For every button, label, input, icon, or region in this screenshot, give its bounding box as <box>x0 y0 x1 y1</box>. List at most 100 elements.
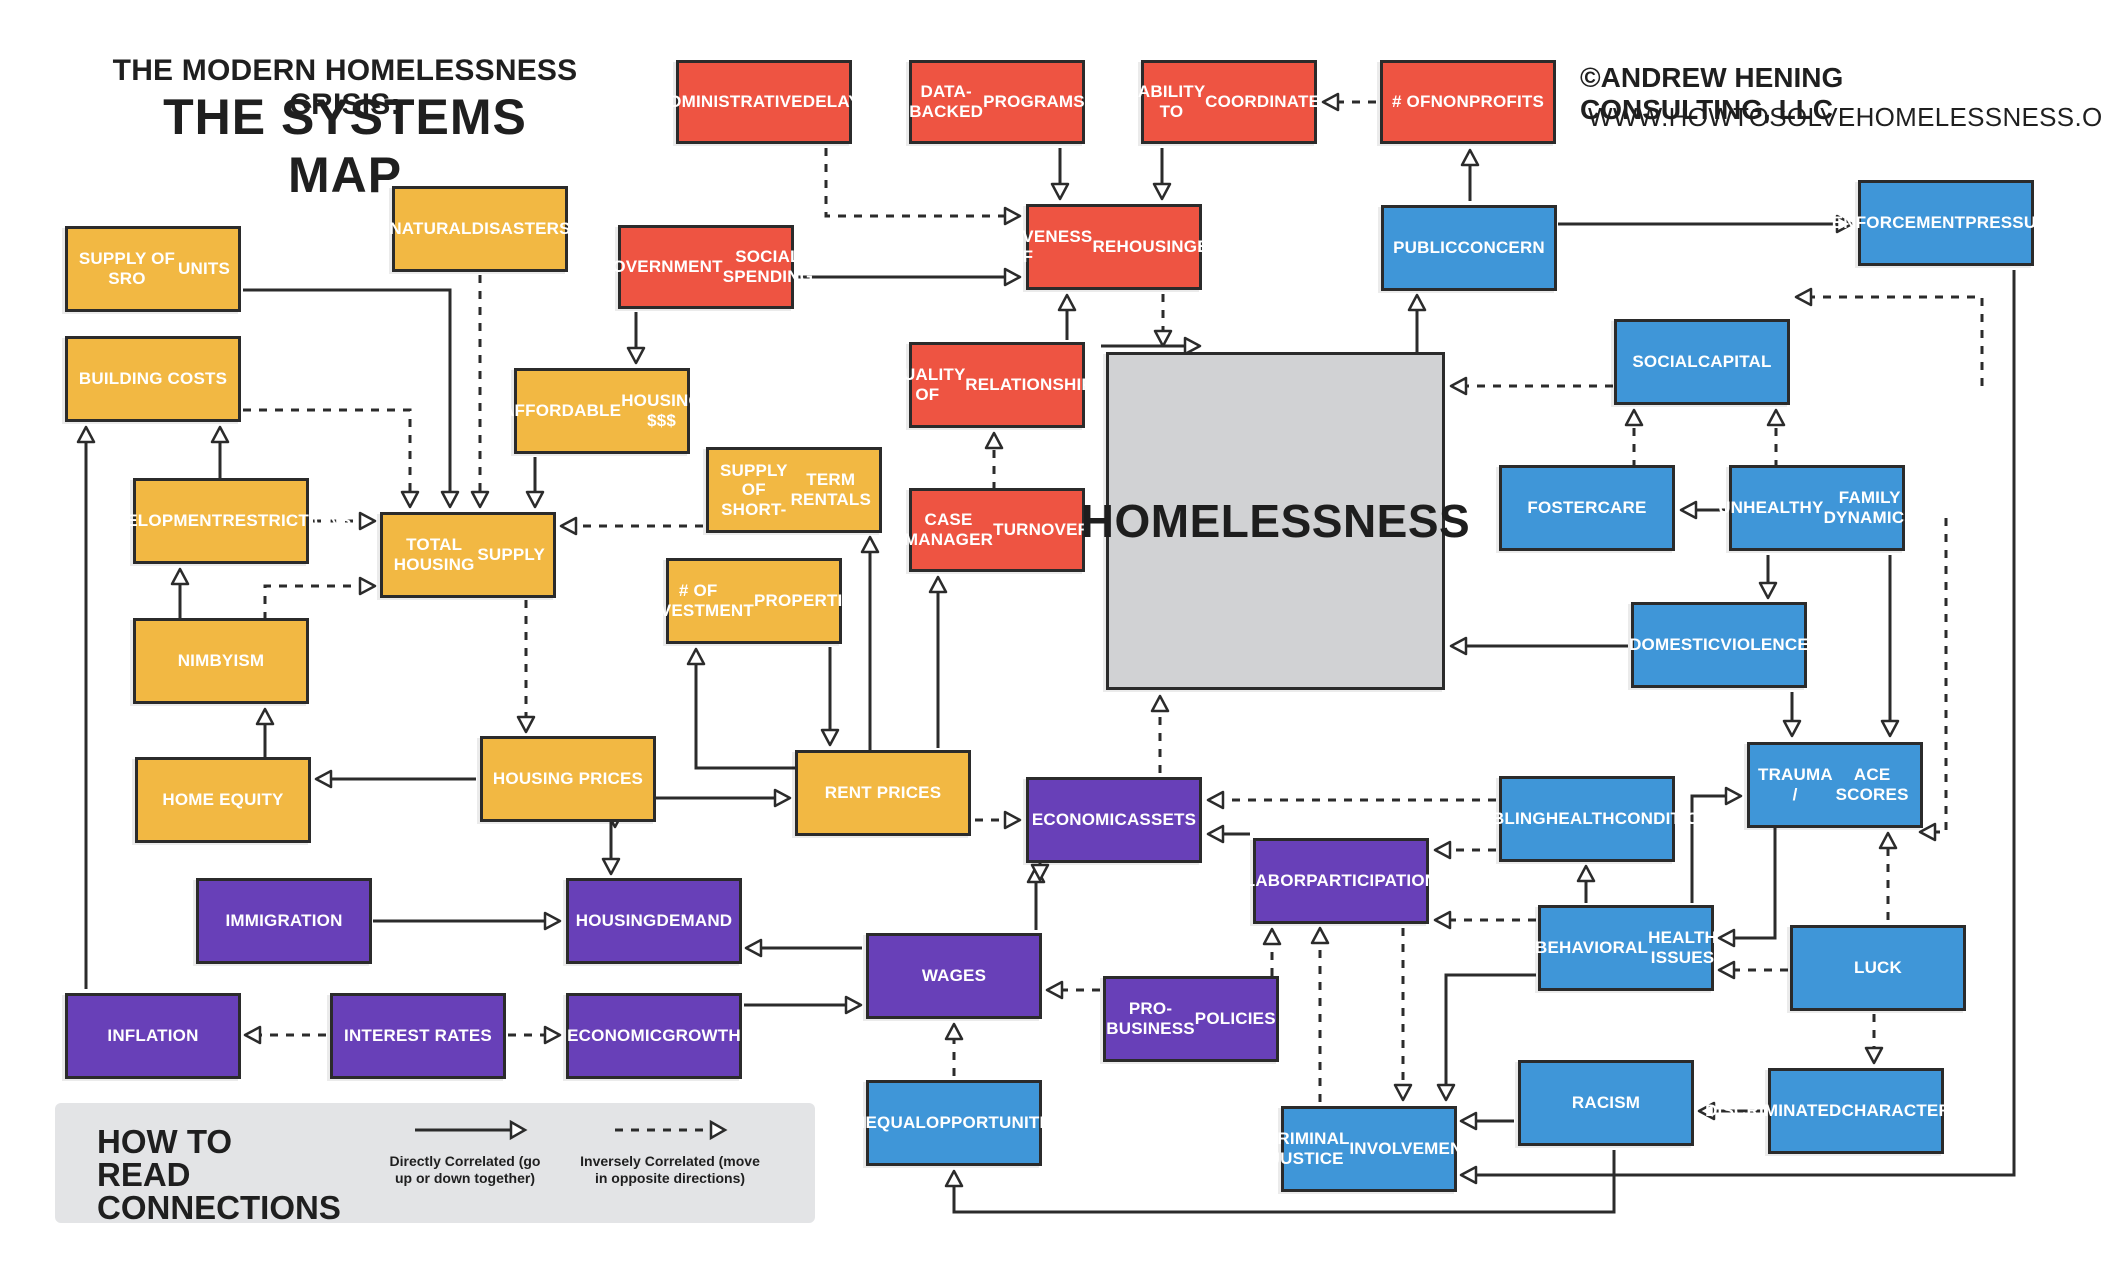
node-label-line: ECONOMIC <box>567 1026 663 1046</box>
node-label-line: UNEQUAL <box>840 1113 927 1133</box>
arrowhead-icon <box>1003 810 1022 830</box>
arrowhead-icon <box>1436 1083 1456 1102</box>
arrowhead-icon <box>358 511 377 531</box>
node-label-line: PRESSURE <box>1965 213 2061 233</box>
node-label-line: ACE SCORES <box>1835 765 1909 804</box>
node-label-line: CONCERN <box>1457 238 1545 258</box>
node-label-line: SOCIAL SPENDING <box>722 247 814 286</box>
node-supply-of-short-term-rentals: SUPPLY OF SHORT-TERM RENTALS <box>706 447 882 533</box>
node-home-equity: HOME EQUITY <box>135 757 311 843</box>
arrowhead-icon <box>255 707 275 726</box>
node-label-line: TURNOVER <box>993 520 1091 540</box>
arrowhead-icon <box>1433 840 1452 860</box>
arrowhead-icon <box>1407 293 1427 312</box>
node-homelessness: HOMELESSNESS <box>1081 352 1470 690</box>
node-label-line: INFLATION <box>107 1026 199 1046</box>
arrowhead-icon <box>1057 293 1077 312</box>
node-label-line: TERM RENTALS <box>790 470 871 509</box>
node-interest-rates: INTEREST RATES <box>330 993 506 1079</box>
inverse-connection-line <box>1808 295 1984 386</box>
node-nimbyism: NIMBYism <box>133 618 309 704</box>
arrowhead-icon <box>516 715 536 734</box>
arrowhead-icon <box>1766 408 1786 427</box>
arrowhead-icon <box>210 425 230 444</box>
node-label-line: HOUSING PRICES <box>492 769 644 789</box>
node-label-line: DELAYS <box>802 92 872 112</box>
node-label-line: HOMELESSNESS <box>1080 494 1471 547</box>
arrowhead-icon <box>944 1022 964 1041</box>
inverse-connection-line <box>263 584 363 620</box>
node-label-line: GOVERNMENT <box>598 257 723 277</box>
node-label-line: EFFECTIVENESS OF <box>950 227 1093 266</box>
arrowhead-icon <box>559 516 578 536</box>
legend-inverse-line1: Inversely Correlated (move <box>580 1153 760 1169</box>
node-label-line: HEALTH <box>1545 809 1615 829</box>
node-label-line: DEMAND <box>656 911 733 931</box>
legend-inverse-text: Inversely Correlated (move in opposite d… <box>555 1153 785 1187</box>
arrowhead-icon <box>1150 694 1170 713</box>
node-label-line: # OF <box>1391 92 1431 112</box>
legend-title-line1: HOW TO READ <box>97 1123 233 1193</box>
node-label-line: TOTAL HOUSING <box>393 535 475 574</box>
node-label-line: RACISM <box>1571 1093 1641 1113</box>
arrowhead-icon <box>1393 1083 1413 1102</box>
node-label-line: CHARACTERISTICS <box>1841 1101 2007 1121</box>
arrowhead-icon <box>76 425 96 444</box>
arrowhead-icon <box>626 346 646 365</box>
node-label-line: PROGRAMS <box>983 92 1085 112</box>
direct-connection-line <box>1473 270 2016 1177</box>
node-label-line: INVOLVEMENT <box>1349 1139 1474 1159</box>
arrowhead-icon <box>1003 206 1022 226</box>
node-label-line: CONDITIONS <box>1614 809 1724 829</box>
node-label-line: EFFORTS <box>1197 237 1278 257</box>
arrowhead-icon <box>844 995 863 1015</box>
legend-inverse-line2: in opposite directions) <box>594 1169 746 1186</box>
arrowhead-icon <box>1864 1046 1884 1065</box>
arrowhead-icon <box>1152 182 1172 201</box>
inverse-connection-line <box>824 148 1008 218</box>
node-label-line: ASSETS <box>1126 810 1197 830</box>
node-label-line: OPPORTUNITIES <box>926 1113 1068 1133</box>
arrowhead-icon <box>1782 719 1802 738</box>
node-label-line: BUILDING COSTS <box>78 369 228 389</box>
node-label-line: CRIMINAL JUSTICE <box>1264 1129 1350 1168</box>
node-label-line: SUPPLY <box>477 545 545 565</box>
node-inflation: INFLATION <box>65 993 241 1079</box>
arrowhead-icon <box>773 788 792 808</box>
node-label-line: DISASTERS <box>471 219 571 239</box>
node-label-line: HOME EQUITY <box>162 790 284 810</box>
arrowhead-icon <box>1003 267 1022 287</box>
arrowhead-icon <box>1459 1165 1478 1185</box>
direct-connection-line <box>694 661 805 770</box>
node-label-line: QUALITY OF <box>889 365 966 404</box>
node-building-costs: BUILDING COSTS <box>65 336 241 422</box>
arrowhead-icon <box>1460 148 1480 167</box>
arrowhead-icon <box>243 1025 262 1045</box>
node-label-line: HOUSING $$$ <box>621 391 702 430</box>
node-label-line: UNITS <box>178 259 230 279</box>
node-label-line: WAGES <box>921 966 987 986</box>
legend-title: HOW TO READ CONNECTIONS <box>97 1123 341 1224</box>
node-label-line: CAPITAL <box>1697 352 1772 372</box>
arrowhead-icon <box>1449 636 1468 656</box>
node-label-line: RENT PRICES <box>824 783 942 803</box>
node-label-line: # OF INVESTMENT <box>642 581 754 620</box>
arrowhead-icon <box>1679 500 1698 520</box>
